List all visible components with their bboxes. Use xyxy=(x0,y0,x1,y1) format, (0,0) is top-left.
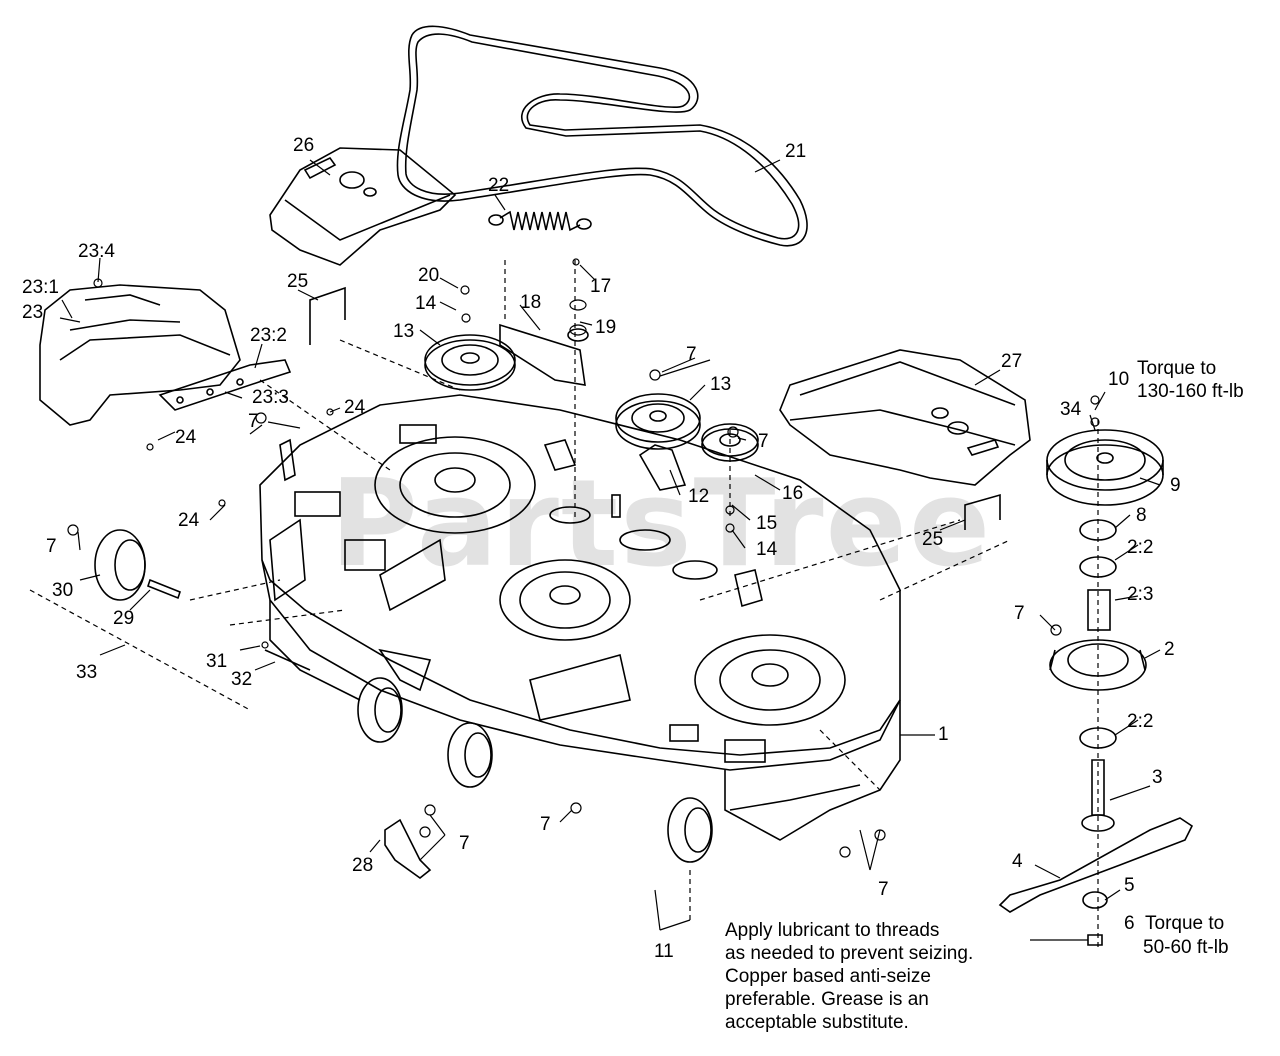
blade-4 xyxy=(998,817,1194,913)
part-label-24c: 24 xyxy=(178,510,200,531)
bolt-6 xyxy=(1087,934,1103,946)
part-label-7h: 7 xyxy=(878,879,889,900)
shaft-3 xyxy=(1081,759,1115,832)
bracket-28 xyxy=(384,818,432,880)
part-label-26: 26 xyxy=(293,135,315,156)
part-label-2-2a: 2:2 xyxy=(1127,537,1154,558)
part-label-25a: 25 xyxy=(287,271,309,292)
bracket-25b xyxy=(964,493,1001,530)
part-label-7a: 7 xyxy=(248,411,259,432)
note-line-5: acceptable substitute. xyxy=(725,1012,909,1033)
part-label-2-2b: 2:2 xyxy=(1127,711,1154,732)
wheel-30 xyxy=(94,529,146,601)
part-label-23-4: 23:4 xyxy=(78,241,115,262)
torque-label-10: Torque to xyxy=(1137,358,1217,379)
washer-5 xyxy=(1082,891,1108,909)
wheel-front-right xyxy=(667,797,713,863)
mower-deck xyxy=(259,394,901,841)
part-label-7f: 7 xyxy=(540,814,551,835)
part-label-2: 2 xyxy=(1164,639,1175,660)
part-label-23: 23 xyxy=(22,302,44,323)
wheel-front-left xyxy=(357,677,403,743)
part-label-23-2: 23:2 xyxy=(250,325,287,346)
part-label-5: 5 xyxy=(1124,875,1135,896)
torque-value-6: 50-60 ft-lb xyxy=(1143,937,1229,958)
part-label-14a: 14 xyxy=(415,293,437,314)
part-label-28: 28 xyxy=(352,855,374,876)
part-label-31: 31 xyxy=(206,651,228,672)
cover-26 xyxy=(269,147,457,266)
part-label-25b: 25 xyxy=(922,529,944,550)
part-label-23-3: 23:3 xyxy=(252,387,289,408)
part-label-17: 17 xyxy=(590,276,612,297)
part-label-13a: 13 xyxy=(393,321,415,342)
part-label-7b: 7 xyxy=(686,344,697,365)
part-label-9: 9 xyxy=(1170,475,1181,496)
pulley-13b xyxy=(615,393,701,450)
part-label-15: 15 xyxy=(756,513,778,534)
bracket-18 xyxy=(499,323,589,386)
note-line-3: Copper based anti-seize xyxy=(725,966,931,987)
part-label-4: 4 xyxy=(1012,851,1023,872)
part-label-18: 18 xyxy=(520,292,542,313)
spring-22 xyxy=(488,210,592,232)
part-label-22: 22 xyxy=(488,175,510,196)
part-label-10: 10 xyxy=(1108,369,1130,390)
axle-29 xyxy=(147,578,181,600)
part-label-13b: 13 xyxy=(710,374,732,395)
part-label-2-3: 2:3 xyxy=(1127,584,1154,605)
pulley-13a xyxy=(424,334,516,391)
part-label-24b: 24 xyxy=(175,427,197,448)
part-label-23-1: 23:1 xyxy=(22,277,59,298)
note-line-2: as needed to prevent seizing. xyxy=(725,943,974,964)
note-line-4: preferable. Grease is an xyxy=(725,989,929,1010)
note-line-1: Apply lubricant to threads xyxy=(725,920,940,941)
part-label-1: 1 xyxy=(938,724,949,745)
wheel-front-mid xyxy=(447,722,493,788)
watermark: PartsTree xyxy=(330,455,993,594)
part-label-6: 6 xyxy=(1124,913,1135,934)
part-label-16: 16 xyxy=(782,483,804,504)
part-label-32: 32 xyxy=(231,669,253,690)
torque-label-6: Torque to xyxy=(1145,913,1225,934)
part-label-8: 8 xyxy=(1136,505,1147,526)
part-label-24a: 24 xyxy=(344,397,366,418)
bolt-32 xyxy=(264,649,311,671)
cover-27 xyxy=(779,349,1031,486)
belt-21 xyxy=(396,25,808,247)
part-label-33: 33 xyxy=(76,662,98,683)
bracket-12 xyxy=(638,444,687,491)
part-label-27: 27 xyxy=(1001,351,1023,372)
part-label-19: 19 xyxy=(595,317,617,338)
part-label-20: 20 xyxy=(418,265,440,286)
part-label-14b: 14 xyxy=(756,539,778,560)
part-label-29: 29 xyxy=(113,608,135,629)
part-label-7d: 7 xyxy=(46,536,57,557)
part-label-12: 12 xyxy=(688,486,710,507)
part-label-3: 3 xyxy=(1152,767,1163,788)
bracket-23-2 xyxy=(158,359,292,411)
part-label-7e: 7 xyxy=(1014,603,1025,624)
part-label-7c: 7 xyxy=(758,431,769,452)
part-label-11: 11 xyxy=(654,941,674,962)
part-label-21: 21 xyxy=(785,141,807,162)
cover-23 xyxy=(39,284,241,426)
part-label-30: 30 xyxy=(52,580,74,601)
torque-value-10: 130-160 ft-lb xyxy=(1137,381,1244,402)
part-label-7g: 7 xyxy=(459,833,470,854)
spacer-2-3 xyxy=(1087,589,1111,631)
pulley-9 xyxy=(1046,429,1164,506)
part-label-34: 34 xyxy=(1060,399,1082,420)
bracket-25a xyxy=(309,286,346,345)
